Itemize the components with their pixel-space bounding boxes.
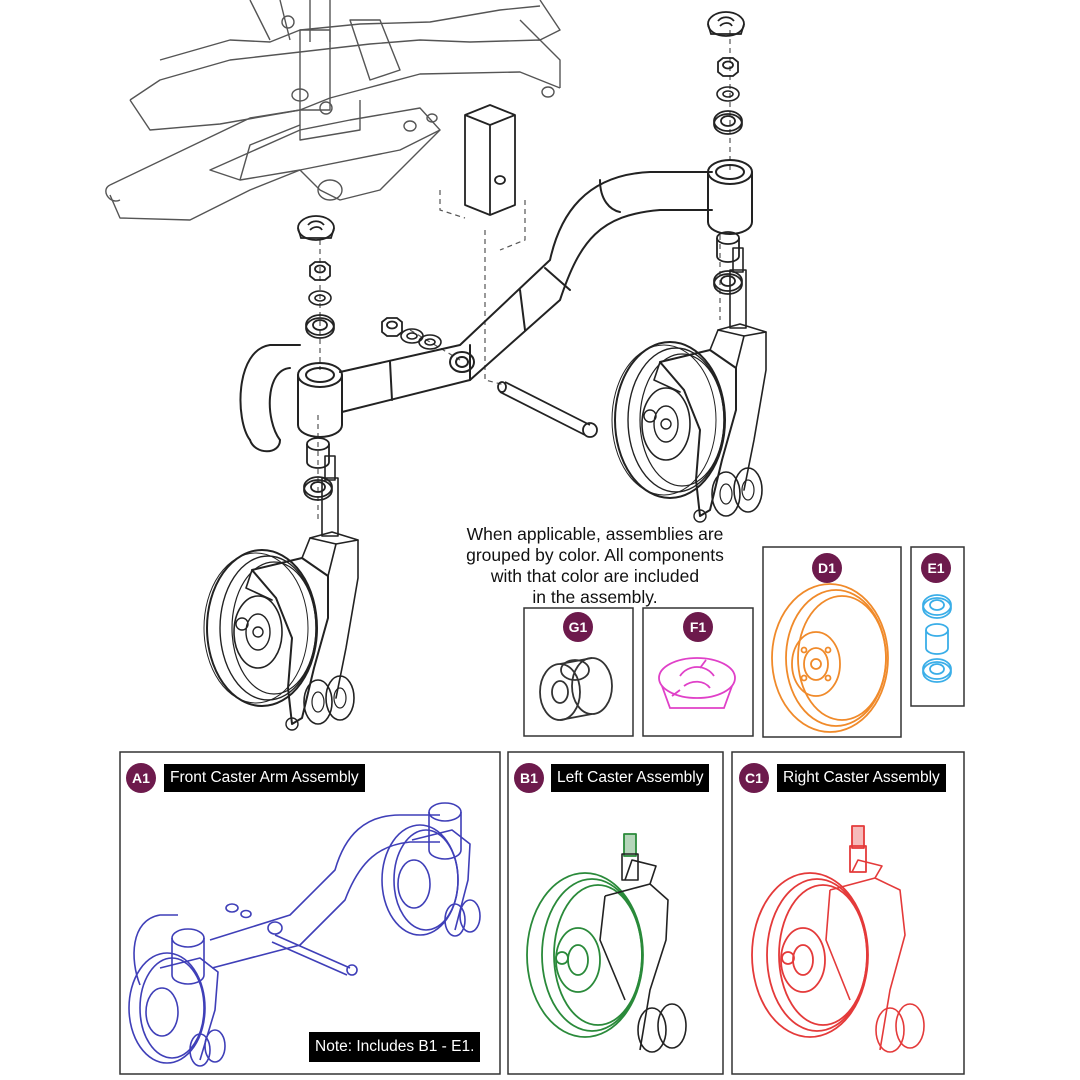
frame-linework — [105, 0, 561, 221]
b1-title: Left Caster Assembly — [551, 764, 710, 792]
a1-includes-note: Note: Includes B1 - E1. — [309, 1032, 481, 1062]
c1-caster-graphic — [751, 825, 869, 1038]
badge-d1: D1 — [812, 553, 842, 583]
badge-a1: A1 — [126, 763, 156, 793]
badge-e1: E1 — [921, 553, 951, 583]
g1-roller-graphic — [539, 657, 613, 721]
badge-g1: G1 — [563, 612, 593, 642]
note-line-1: When applicable, assemblies are — [466, 524, 724, 544]
f1-cap-graphic — [658, 657, 736, 709]
c1-title: Right Caster Assembly — [777, 764, 946, 792]
note-line-3: with that color are included — [490, 566, 700, 586]
note-line-4: in the assembly. — [532, 587, 658, 607]
note-line-2: grouped by color. All components — [466, 545, 724, 565]
b1-caster-graphic — [526, 833, 644, 1038]
badge-f1: F1 — [683, 612, 713, 642]
caster-arm — [239, 159, 753, 453]
badge-b1: B1 — [514, 763, 544, 793]
a1-title: Front Caster Arm Assembly — [164, 764, 365, 792]
d1-wheel-graphic — [771, 583, 889, 733]
a1-assembly-graphic — [128, 802, 481, 1067]
badge-c1: C1 — [739, 763, 769, 793]
assembly-color-note: When applicable, assemblies are grouped … — [430, 524, 760, 608]
